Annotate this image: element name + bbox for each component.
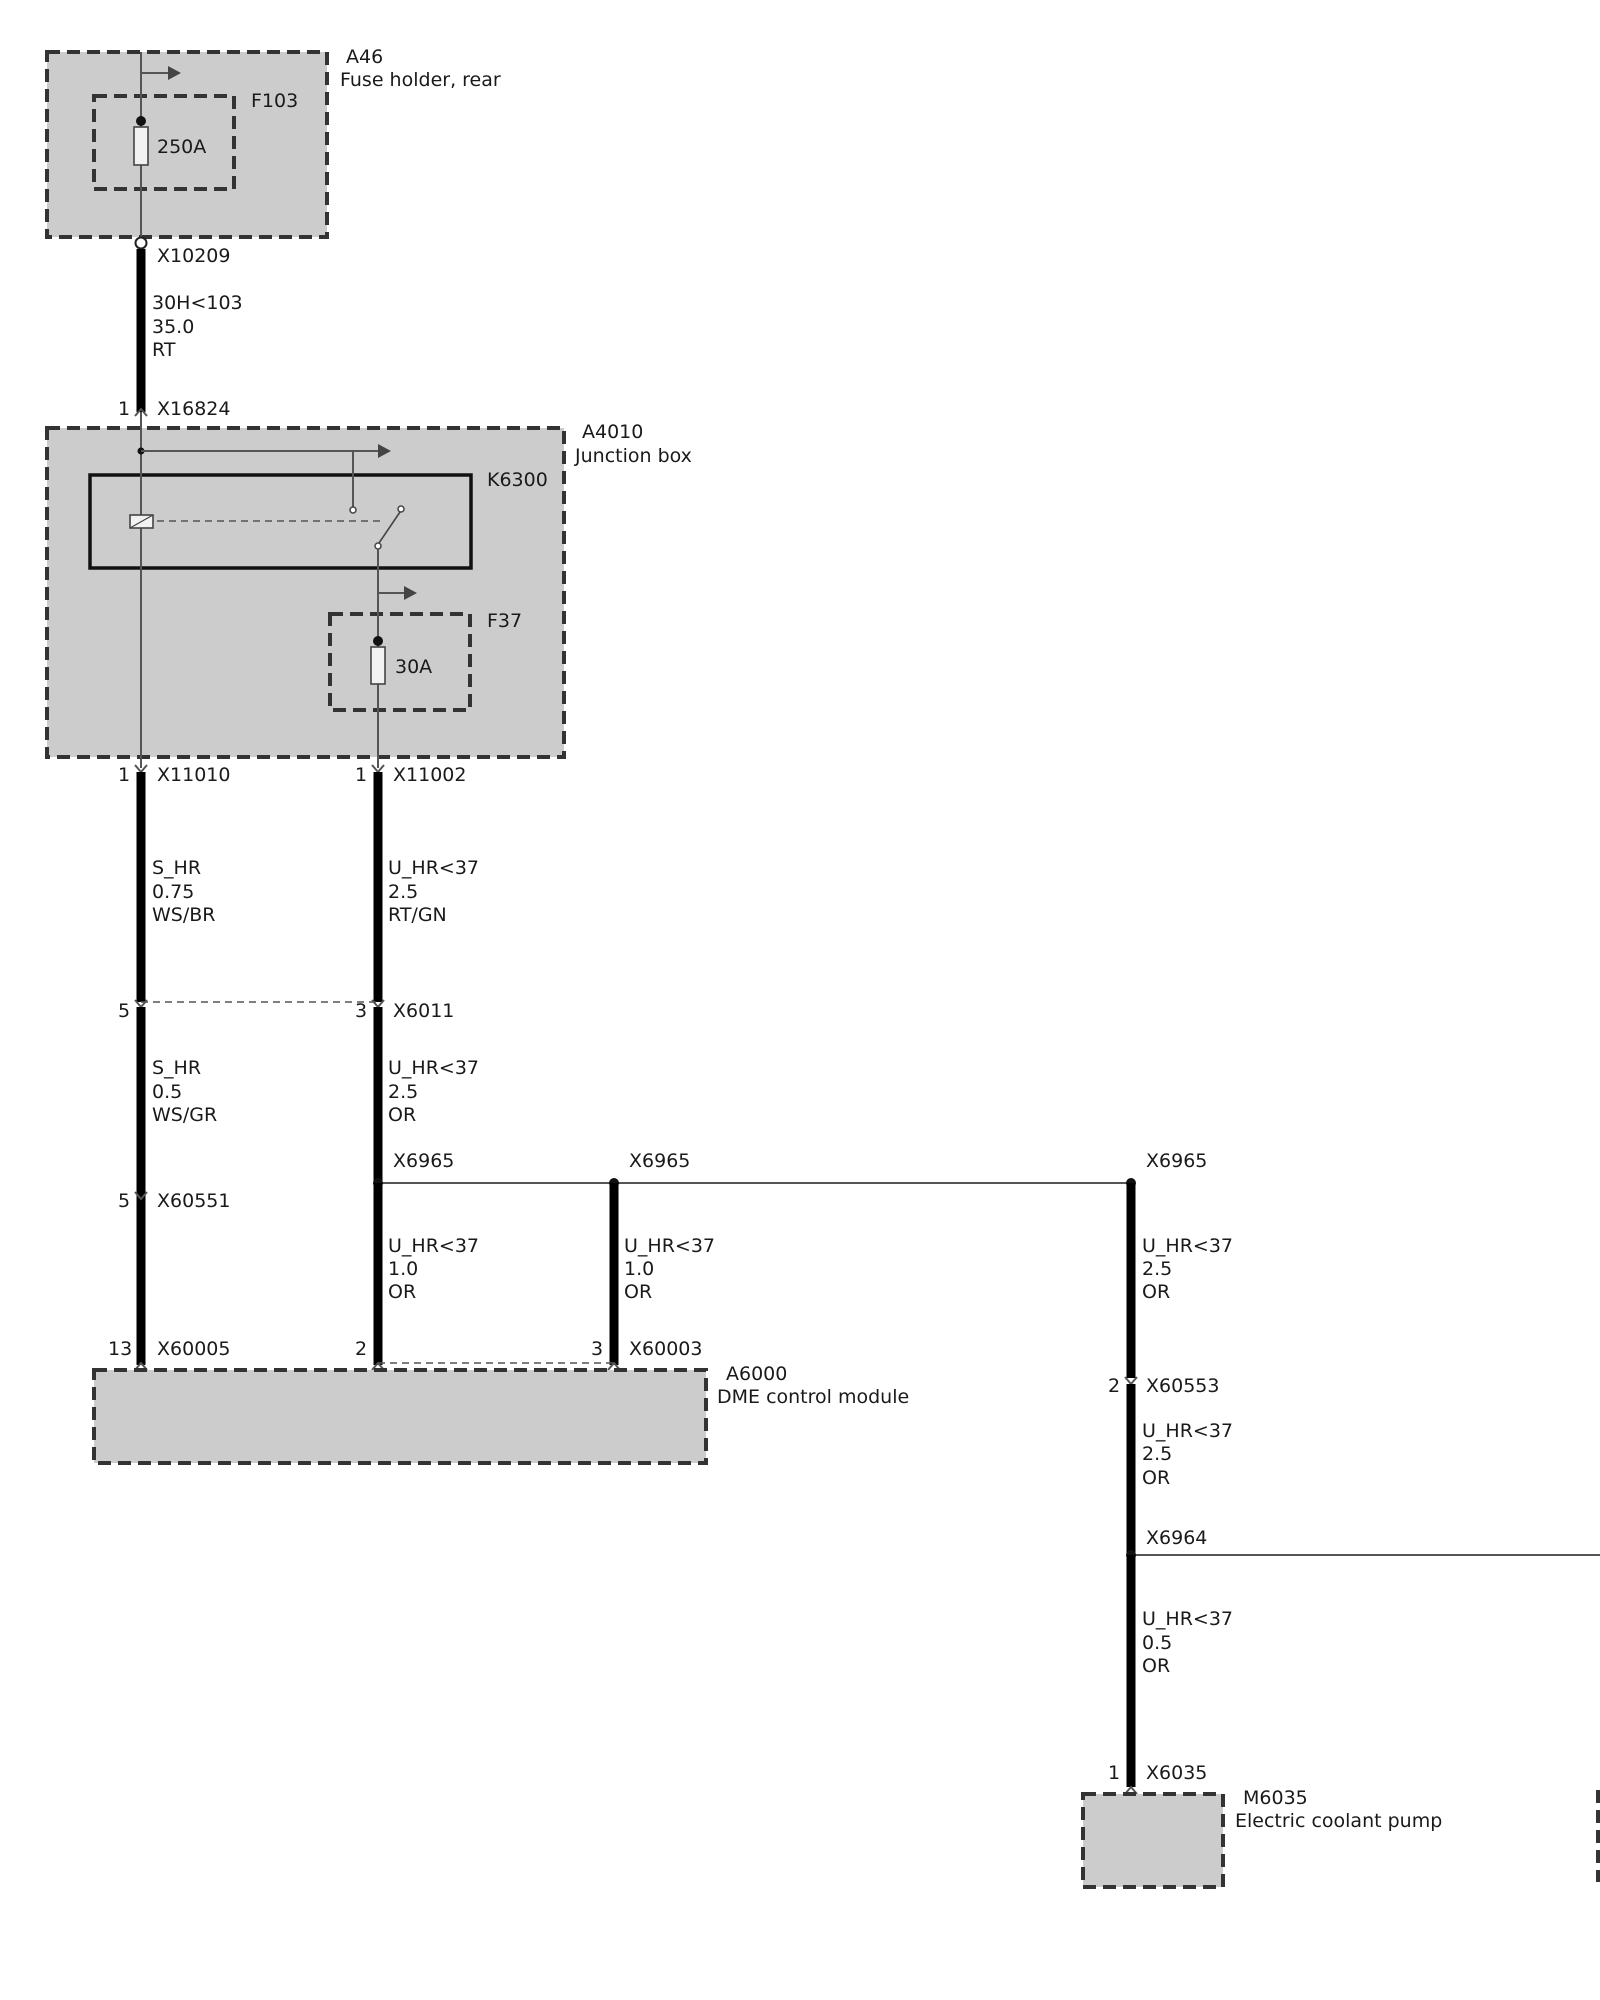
x11010-label: X11010 bbox=[157, 764, 230, 786]
fuse-f103-icon bbox=[133, 126, 149, 166]
w10-signal: U_HR<37 bbox=[1142, 1608, 1233, 1630]
x60005-pin: 13 bbox=[108, 1338, 132, 1360]
f103-id: F103 bbox=[251, 90, 298, 112]
connector-x60551-icon bbox=[134, 1191, 148, 1201]
x60005-label: X60005 bbox=[157, 1338, 230, 1360]
w4-signal: S_HR bbox=[152, 1057, 201, 1079]
f37-rating: 30A bbox=[395, 656, 432, 678]
x6965-label-3: X6965 bbox=[1146, 1150, 1207, 1172]
w8-signal: U_HR<37 bbox=[1142, 1235, 1233, 1257]
w9-color: OR bbox=[1142, 1467, 1170, 1489]
x16824-pin: 1 bbox=[118, 398, 130, 420]
a46-id: A46 bbox=[346, 46, 383, 68]
w8-size: 2.5 bbox=[1142, 1258, 1172, 1280]
x6035-pin: 1 bbox=[1108, 1762, 1120, 1784]
m6035-id: M6035 bbox=[1243, 1787, 1308, 1809]
fuse-box-f37 bbox=[328, 612, 472, 712]
m6035-name: Electric coolant pump bbox=[1235, 1810, 1442, 1832]
w3-signal: U_HR<37 bbox=[388, 857, 479, 879]
x6964-label: X6964 bbox=[1146, 1527, 1207, 1549]
x60003-label: X60003 bbox=[629, 1338, 702, 1360]
w9-size: 2.5 bbox=[1142, 1443, 1172, 1465]
branch-arrow-icon bbox=[378, 444, 391, 458]
x11010-pin: 1 bbox=[118, 764, 130, 786]
connector-x60003-icon bbox=[371, 1361, 385, 1371]
x10209-label: X10209 bbox=[157, 245, 230, 267]
x11002-label: X11002 bbox=[393, 764, 466, 786]
a46-name: Fuse holder, rear bbox=[340, 69, 501, 91]
w5-color: OR bbox=[388, 1104, 416, 1126]
w1-color: RT bbox=[152, 339, 176, 361]
relay-switch-icon bbox=[378, 511, 401, 544]
w6-size: 1.0 bbox=[388, 1258, 418, 1280]
w1-size: 35.0 bbox=[152, 316, 194, 338]
f103-rating: 250A bbox=[157, 136, 206, 158]
x60003-pin-left: 2 bbox=[355, 1338, 367, 1360]
branch-arrow-icon bbox=[168, 66, 181, 80]
connector-x16824-icon bbox=[134, 407, 148, 417]
w4-color: WS/GR bbox=[152, 1104, 217, 1126]
w10-size: 0.5 bbox=[1142, 1632, 1172, 1654]
w3-color: RT/GN bbox=[388, 904, 447, 926]
w2-size: 0.75 bbox=[152, 881, 194, 903]
x60551-label: X60551 bbox=[157, 1190, 230, 1212]
a6000-id: A6000 bbox=[726, 1363, 787, 1385]
w2-color: WS/BR bbox=[152, 904, 216, 926]
x60553-label: X60553 bbox=[1146, 1375, 1219, 1397]
w3-size: 2.5 bbox=[388, 881, 418, 903]
w8-color: OR bbox=[1142, 1281, 1170, 1303]
w6-signal: U_HR<37 bbox=[388, 1235, 479, 1257]
w7-signal: U_HR<37 bbox=[624, 1235, 715, 1257]
w5-size: 2.5 bbox=[388, 1081, 418, 1103]
x6011-pin-left: 5 bbox=[118, 1000, 130, 1022]
fuse-holder-a46: A46 Fuse holder, rear F103 250A bbox=[45, 46, 501, 243]
connector-x10209-icon bbox=[134, 236, 148, 250]
connector-x60553-icon bbox=[1124, 1376, 1138, 1386]
relay-k6300 bbox=[88, 473, 473, 570]
a4010-id: A4010 bbox=[582, 421, 643, 443]
w1-signal: 30H<103 bbox=[152, 292, 243, 314]
x60553-pin: 2 bbox=[1108, 1375, 1120, 1397]
w2-signal: S_HR bbox=[152, 857, 201, 879]
w10-color: OR bbox=[1142, 1655, 1170, 1677]
x16824-label: X16824 bbox=[157, 398, 230, 420]
w5-signal: U_HR<37 bbox=[388, 1057, 479, 1079]
connector-x6035-icon bbox=[1124, 1785, 1138, 1795]
x6011-pin-right: 3 bbox=[355, 1000, 367, 1022]
x60003-pin-right: 3 bbox=[591, 1338, 603, 1360]
w7-size: 1.0 bbox=[624, 1258, 654, 1280]
w4-size: 0.5 bbox=[152, 1081, 182, 1103]
x6011-label: X6011 bbox=[393, 1000, 454, 1022]
junction-box-a4010: A4010 Junction box K6300 F37 bbox=[45, 421, 692, 759]
fuse-f37-icon bbox=[370, 646, 386, 685]
x6965-label-1: X6965 bbox=[393, 1150, 454, 1172]
x6965-label-2: X6965 bbox=[629, 1150, 690, 1172]
k6300-id: K6300 bbox=[487, 469, 548, 491]
x60551-pin: 5 bbox=[118, 1190, 130, 1212]
a6000-name: DME control module bbox=[717, 1386, 909, 1408]
a4010-name: Junction box bbox=[574, 445, 692, 467]
w6-color: OR bbox=[388, 1281, 416, 1303]
branch-arrow-icon bbox=[404, 586, 417, 600]
connector-x60005-icon bbox=[134, 1361, 148, 1371]
x11002-pin: 1 bbox=[355, 764, 367, 786]
dme-control-module-a6000: A6000 DME control module bbox=[92, 1363, 909, 1465]
coolant-pump-m6035: M6035 Electric coolant pump bbox=[1081, 1787, 1442, 1889]
f37-id: F37 bbox=[487, 610, 522, 632]
w7-color: OR bbox=[624, 1281, 652, 1303]
w9-signal: U_HR<37 bbox=[1142, 1420, 1233, 1442]
x6035-label: X6035 bbox=[1146, 1762, 1207, 1784]
